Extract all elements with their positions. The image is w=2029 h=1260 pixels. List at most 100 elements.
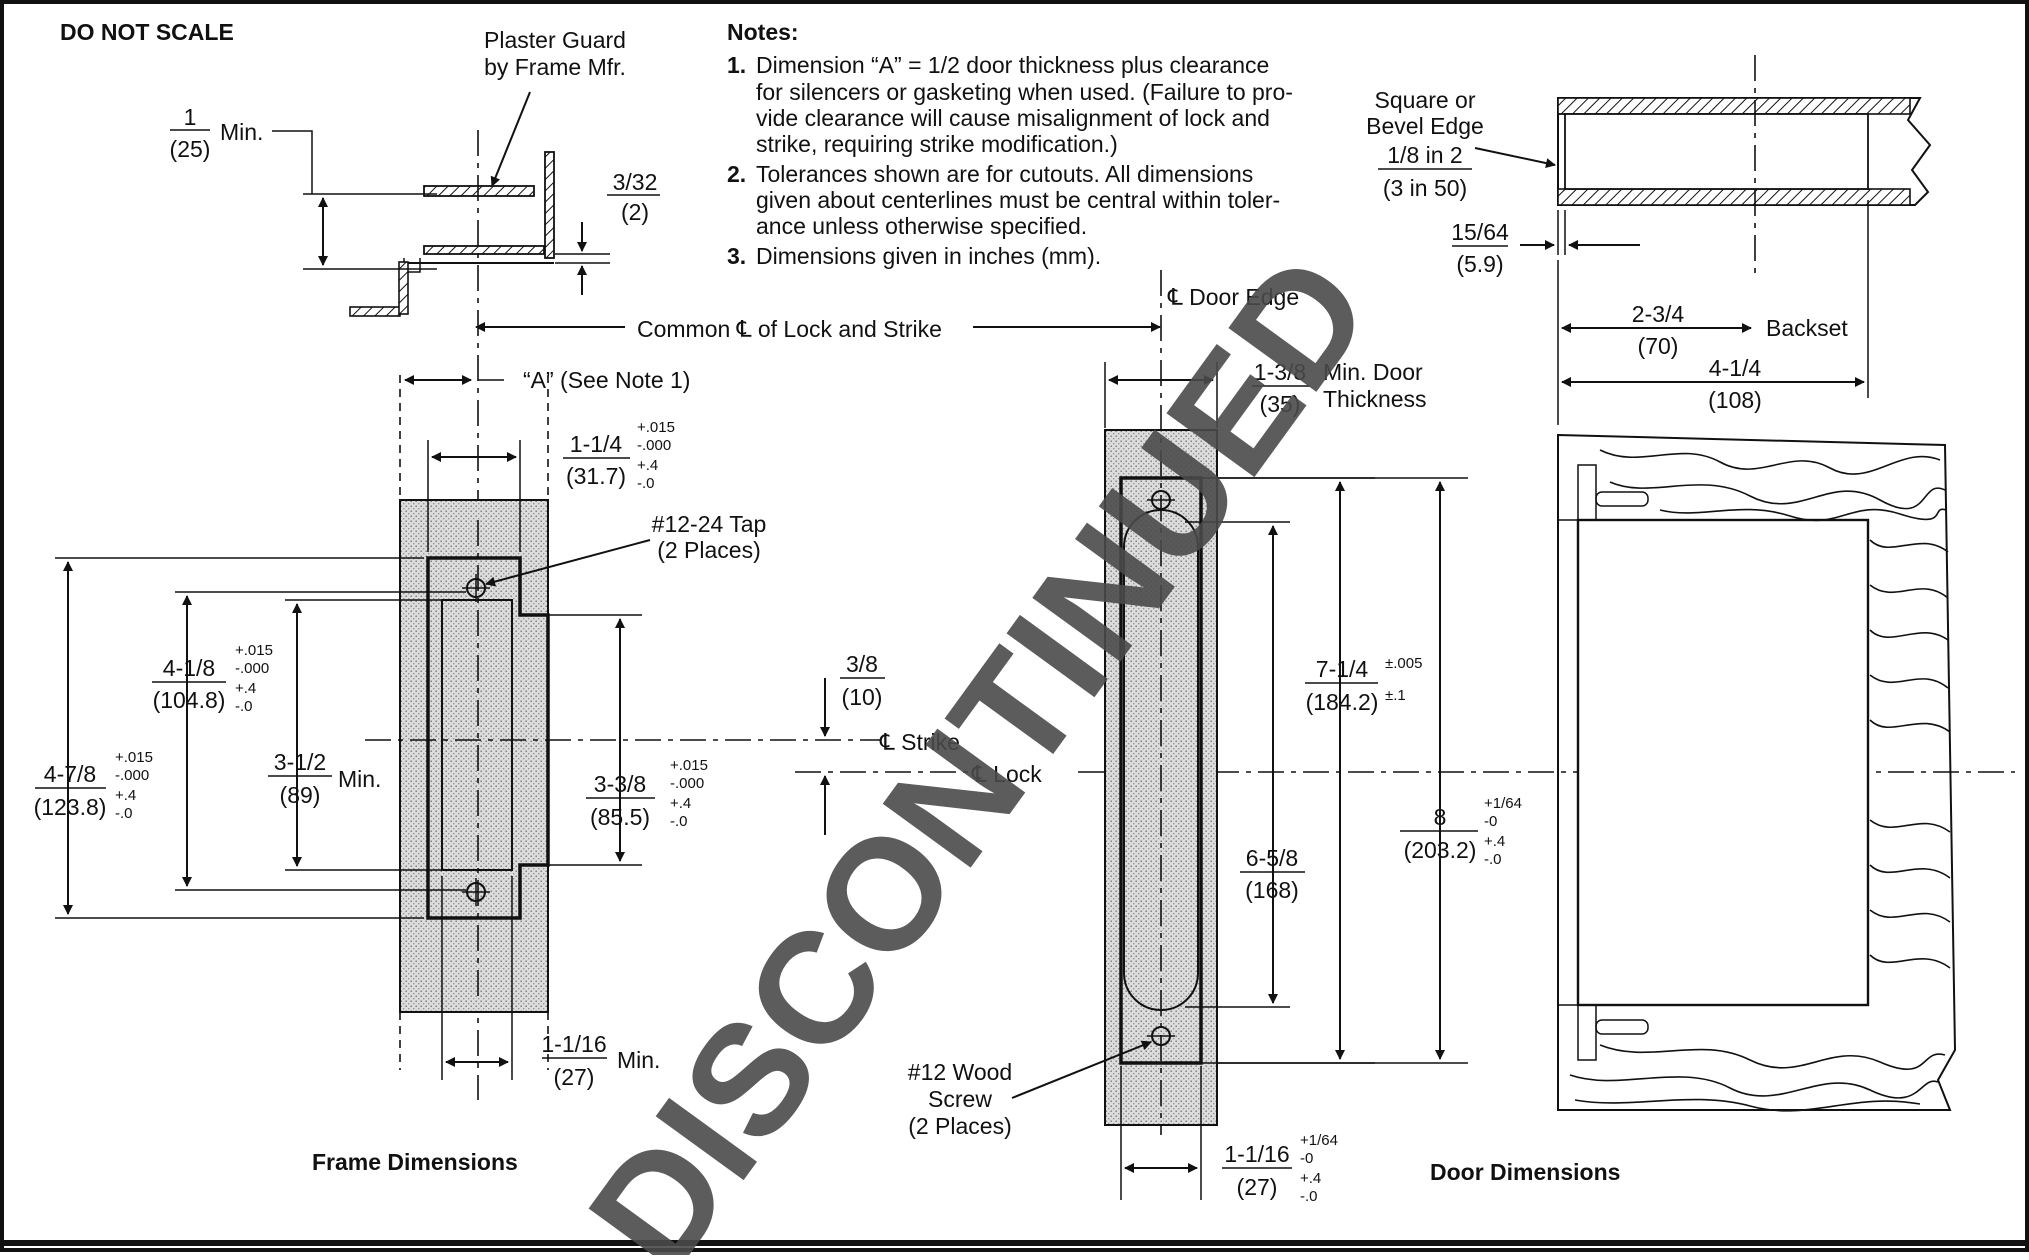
dim-4-1-4-mm: (108) [1708,387,1762,413]
dim-door-1-1-16-mm: (27) [1237,1174,1278,1200]
tol-4-7-8-minus-in: -.000 [115,767,149,784]
note-1-line-1: Dimension “A” = 1/2 door thickness plus … [756,52,1269,78]
dim-1-3-8-in: 1-3/8 [1254,359,1306,385]
plaster-guard-label-2: by Frame Mfr. [484,54,626,80]
tol-door-1-1-16-minus-in: -0 [1300,1150,1313,1167]
dim-1-1-4-in: 1-1/4 [570,431,623,457]
lock-front-cutout [1119,476,1203,1065]
dim-7-1-4-in: 7-1/4 [1316,656,1369,682]
dim-4-7-8-mm: (123.8) [34,794,107,820]
common-centerline: Common ℄ of Lock and Strike [475,316,1161,342]
tol-7-1-4-in: ±.005 [1385,655,1422,672]
min-door-thickness-2: Thickness [1323,386,1427,412]
frame-dimensions-caption: Frame Dimensions [312,1149,518,1175]
wood-screw-label-2: Screw [928,1086,992,1112]
tol-4-7-8-plus-in: +.015 [115,749,153,766]
tol-3-3-8-minus-mm: -.0 [670,813,688,830]
note-1-line-2: for silencers or gasketing when used. (F… [756,79,1293,105]
note-1-line-3: vide clearance will cause misalignment o… [756,105,1270,131]
backset-label: Backset [1766,315,1848,341]
strike-box-mortise [441,599,513,871]
dim-1-in: 1 [184,104,197,130]
tol-7-1-4-mm: ±.1 [1385,687,1406,704]
dim-1-3-8-mm: (35) [1260,391,1301,417]
dim-7-1-4-mm: (184.2) [1306,689,1379,715]
tol-door-1-1-16-plus-in: +1/64 [1300,1132,1338,1149]
dim-6-5-8-mm: (168) [1245,877,1299,903]
note-1-number: 1. [727,52,746,78]
tol-8-minus-in: -0 [1484,813,1497,830]
dim-frame-1-1-16-min: Min. [617,1047,660,1073]
min-door-thickness-1: Min. Door [1323,359,1423,385]
door-elevation-wood [1557,433,1957,1112]
wood-screw-label-1: #12 Wood [908,1059,1012,1085]
dim-3-3-8-in: 3-3/8 [594,771,646,797]
note-1-line-4: strike, requiring strike modification.) [756,131,1118,157]
frame-strike-view: “A” (See Note 1) 1-1/4 (31.7) +.015 -.00… [34,367,767,1175]
tol-1-1-4-plus-in: +.015 [637,419,675,436]
dim-4-7-8-in: 4-7/8 [44,761,96,787]
tap-label-2: (2 Places) [657,537,761,563]
dim-2-3-4-in: 2-3/4 [1632,301,1685,327]
dim-door-1-1-16-in: 1-1/16 [1224,1141,1289,1167]
dim-frame-1-1-16-in: 1-1/16 [541,1031,606,1057]
common-cl-label: Common ℄ of Lock and Strike [637,316,942,342]
tol-8-minus-mm: -.0 [1484,851,1502,868]
tol-4-1-8-minus-in: -.000 [235,660,269,677]
tol-1-1-4-minus-in: -.000 [637,437,671,454]
wood-screw-label-3: (2 Places) [908,1113,1012,1139]
note-3-line-1: Dimensions given in inches (mm). [756,243,1101,269]
strike-lock-centerlines: ℄ Strike ℄ Lock 3/8 (10) [365,651,2015,835]
dim-6-5-8-in: 6-5/8 [1246,845,1298,871]
square-bevel-label-4: (3 in 50) [1383,175,1467,201]
dim-3-8-in: 3/8 [846,651,878,677]
square-bevel-label-2: Bevel Edge [1366,113,1484,139]
tol-4-1-8-minus-mm: -.0 [235,698,253,715]
dim-3-1-2-in: 3-1/2 [274,749,326,775]
notes-block: Notes: 1. Dimension “A” = 1/2 door thick… [727,19,1293,269]
door-edge-view: ℄ Door Edge 1-3/8 (35) Min. Door Thickne… [908,270,1522,1205]
tap-label-1: #12-24 Tap [652,511,767,537]
dim-3-8-mm: (10) [842,684,883,710]
dim-1-1-4-mm: (31.7) [566,463,626,489]
cl-lock-label: ℄ Lock [971,761,1042,787]
tol-1-1-4-plus-mm: +.4 [637,457,658,474]
frame-jamb [399,499,549,1013]
door-dimensions-caption: Door Dimensions [1430,1159,1620,1185]
tol-door-1-1-16-plus-mm: +.4 [1300,1170,1321,1187]
dim-2-3-4-mm: (70) [1638,333,1679,359]
lock-mortise-pocket [1576,518,1870,1007]
tol-3-3-8-plus-mm: +.4 [670,795,691,812]
tol-door-1-1-16-minus-mm: -.0 [1300,1188,1318,1205]
dim-4-1-8-in: 4-1/8 [163,655,215,681]
door-top-view: Square or Bevel Edge 1/8 in 2 (3 in 50) … [1366,55,1932,425]
square-bevel-label-3: 1/8 in 2 [1387,142,1462,168]
tol-4-1-8-plus-mm: +.4 [235,680,256,697]
note-3-number: 3. [727,243,746,269]
note-2-line-3: ance unless otherwise specified. [756,213,1087,239]
dim-1-min: Min. [220,119,263,145]
dim-8-in: 8 [1434,804,1447,830]
dim-4-1-4-in: 4-1/4 [1709,355,1762,381]
dim-a-label: “A” (See Note 1) [523,367,690,393]
plaster-guard-detail: Plaster Guard by Frame Mfr. 1 (25) Min. … [170,27,660,1100]
dim-frame-1-1-16-mm: (27) [554,1064,595,1090]
tol-4-1-8-plus-in: +.015 [235,642,273,659]
dim-8-mm: (203.2) [1404,837,1477,863]
dim-3-32-in: 3/32 [613,169,658,195]
dim-4-1-8-mm: (104.8) [153,687,226,713]
note-2-line-1: Tolerances shown are for cutouts. All di… [756,161,1253,187]
do-not-scale-label: DO NOT SCALE [60,19,234,45]
plaster-guard-label-1: Plaster Guard [484,27,626,53]
door-edge-label: ℄ Door Edge [1167,284,1299,310]
tol-3-3-8-plus-in: +.015 [670,757,708,774]
tol-4-7-8-minus-mm: -.0 [115,805,133,822]
tol-4-7-8-plus-mm: +.4 [115,787,136,804]
note-2-line-2: given about centerlines must be central … [756,187,1280,213]
tol-8-plus-in: +1/64 [1484,795,1522,812]
dim-3-1-2-min: Min. [338,766,381,792]
dim-15-64-mm: (5.9) [1456,251,1503,277]
